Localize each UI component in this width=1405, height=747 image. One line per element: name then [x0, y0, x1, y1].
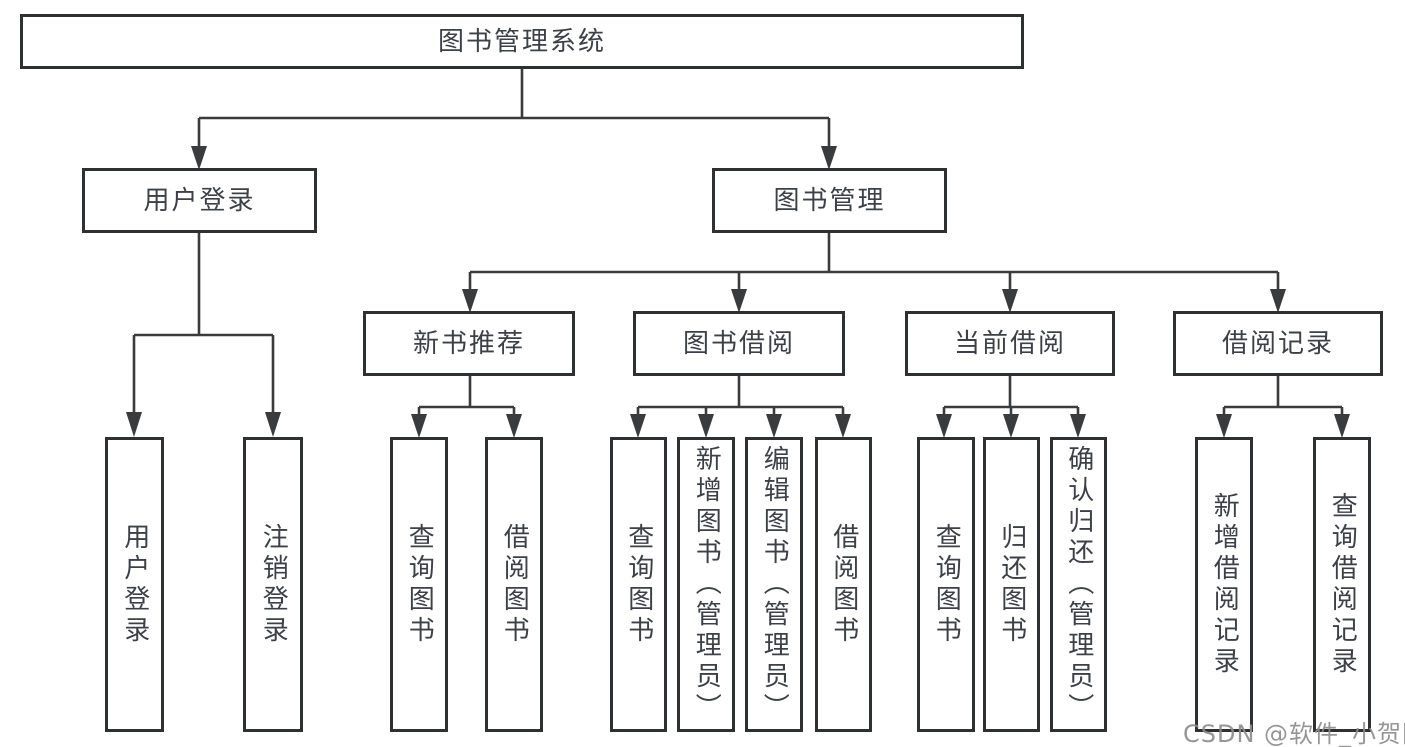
leaf-borrow-books-1-label: 借阅图书 — [499, 522, 530, 647]
leaf-borrow-books-2: 借阅图书 — [815, 437, 872, 732]
node-new-book-recommend-label: 新书推荐 — [412, 328, 525, 359]
leaf-query-borrow-record: 查询借阅记录 — [1313, 437, 1371, 732]
node-new-book-recommend: 新书推荐 — [363, 311, 575, 376]
node-current-borrowing-label: 当前借阅 — [953, 328, 1066, 359]
node-current-borrowing: 当前借阅 — [905, 311, 1115, 376]
arrow-br-leaf1 — [1216, 414, 1232, 438]
leaf-query-books-2-label: 查询图书 — [623, 522, 654, 647]
leaf-user-login: 用户登录 — [105, 437, 164, 732]
arrow-records — [1270, 289, 1286, 313]
node-user-login: 用户登录 — [82, 168, 317, 233]
arrow-user-login — [191, 146, 207, 170]
arrow-leaf-login — [126, 412, 142, 437]
arrow-br-leaf2 — [1334, 414, 1350, 438]
node-book-borrowing-label: 图书借阅 — [682, 328, 795, 359]
leaf-user-login-label: 用户登录 — [119, 522, 150, 647]
leaf-confirm-return-admin-label: 确认归还（管理员） — [1063, 445, 1094, 724]
node-borrowing-records-label: 借阅记录 — [1221, 328, 1334, 359]
leaf-add-borrow-record: 新增借阅记录 — [1195, 437, 1253, 732]
leaf-query-books-1-label: 查询图书 — [404, 522, 435, 647]
leaf-add-borrow-record-label: 新增借阅记录 — [1209, 491, 1240, 678]
leaf-edit-books-admin: 编辑图书（管理员） — [745, 437, 803, 732]
arrow-cb-leaf3 — [1070, 414, 1086, 438]
arrow-nb-leaf2 — [506, 414, 522, 438]
node-user-login-label: 用户登录 — [143, 185, 256, 216]
leaf-add-books-admin: 新增图书（管理员） — [677, 437, 735, 732]
arrow-bb-leaf4 — [835, 414, 851, 438]
arrow-leaf-logout — [265, 412, 281, 437]
arrow-bb-leaf2 — [698, 414, 714, 438]
leaf-borrow-books-2-label: 借阅图书 — [828, 522, 859, 647]
leaf-return-books: 归还图书 — [983, 437, 1040, 732]
leaf-return-books-label: 归还图书 — [996, 522, 1027, 647]
node-borrowing-records: 借阅记录 — [1173, 311, 1383, 376]
leaf-logout: 注销登录 — [243, 437, 303, 732]
csdn-watermark: CSDN @软件_小贺同学 — [1183, 720, 1405, 747]
node-book-management: 图书管理 — [712, 168, 947, 233]
leaf-query-books-2: 查询图书 — [610, 437, 667, 732]
leaf-query-books-3: 查询图书 — [917, 437, 975, 732]
node-root-system: 图书管理系统 — [20, 14, 1024, 69]
node-book-management-label: 图书管理 — [773, 185, 886, 216]
node-book-borrowing: 图书借阅 — [633, 311, 845, 376]
leaf-edit-books-admin-label: 编辑图书（管理员） — [759, 445, 790, 724]
leaf-add-books-admin-label: 新增图书（管理员） — [691, 445, 722, 724]
arrow-book-mgmt — [821, 146, 837, 170]
arrow-cb-leaf2 — [1003, 414, 1019, 438]
leaf-logout-label: 注销登录 — [258, 522, 289, 647]
node-root-label: 图书管理系统 — [437, 26, 606, 57]
arrow-nb-leaf1 — [411, 414, 427, 438]
arrow-bb-leaf1 — [630, 414, 646, 438]
arrow-current — [1002, 289, 1018, 313]
leaf-query-books-3-label: 查询图书 — [931, 522, 962, 647]
leaf-confirm-return-admin: 确认归还（管理员） — [1050, 437, 1107, 732]
leaf-borrow-books-1: 借阅图书 — [485, 437, 543, 732]
arrow-cb-leaf1 — [936, 414, 952, 438]
leaf-query-books-1: 查询图书 — [390, 437, 448, 732]
leaf-query-borrow-record-label: 查询借阅记录 — [1327, 491, 1358, 678]
arrow-borrowing — [731, 289, 747, 313]
arrow-newbook — [462, 289, 478, 313]
arrow-bb-leaf3 — [766, 414, 782, 438]
